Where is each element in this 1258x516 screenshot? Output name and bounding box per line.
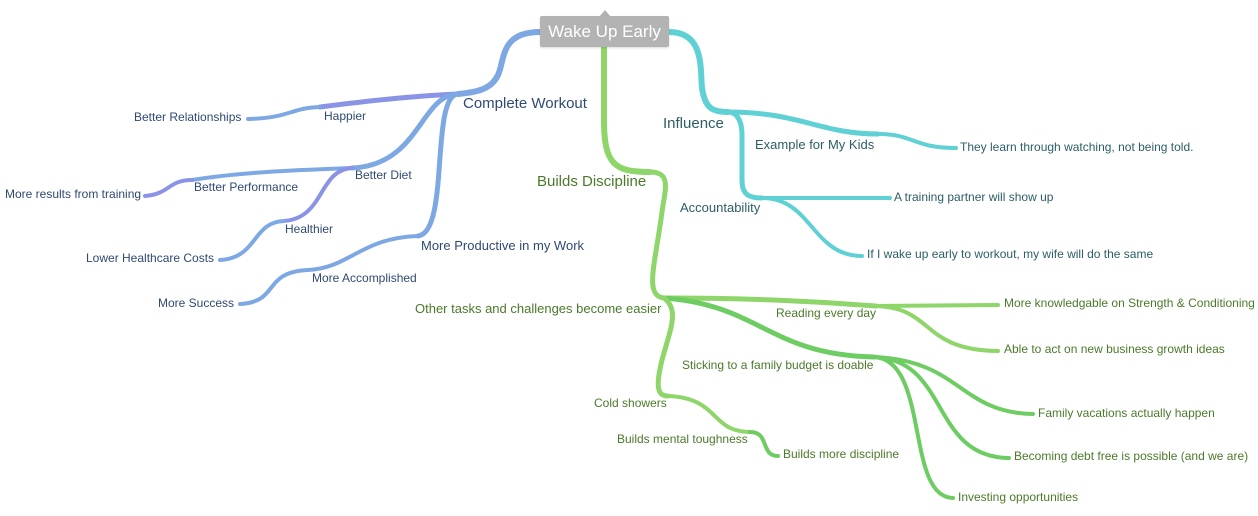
branch-happier-better-relationships xyxy=(246,105,322,121)
topic-complete-workout[interactable]: Complete Workout xyxy=(463,95,587,112)
branch-family-budget-vacations xyxy=(872,355,1035,416)
branch-better-performance-more-results xyxy=(143,178,194,198)
branch-influence-accountability xyxy=(725,109,765,201)
topic-business-ideas[interactable]: Able to act on new business growth ideas xyxy=(1004,342,1225,356)
topic-better-diet[interactable]: Better Diet xyxy=(355,168,412,182)
branch-more-accomplished-more-success xyxy=(238,268,310,306)
branch-mental-toughness-more-discipline xyxy=(748,430,780,458)
branch-cold-showers-mental-toughness xyxy=(666,394,752,434)
topic-example-kids[interactable]: Example for My Kids xyxy=(755,137,875,152)
topic-other-tasks[interactable]: Other tasks and challenges become easier xyxy=(415,301,662,316)
topic-learn-watching[interactable]: They learn through watching, not being t… xyxy=(960,140,1194,154)
branch-complete-workout-happier xyxy=(317,91,461,110)
topic-vacations[interactable]: Family vacations actually happen xyxy=(1038,406,1215,420)
topic-accountability[interactable]: Accountability xyxy=(680,200,761,215)
topic-knowledgable[interactable]: More knowledgable on Strength & Conditio… xyxy=(1004,296,1255,310)
branch-other-tasks-family-budget xyxy=(661,295,877,360)
topic-better-performance[interactable]: Better Performance xyxy=(194,180,299,194)
topic-happier[interactable]: Happier xyxy=(324,109,367,123)
branch-family-budget-debt-free xyxy=(872,355,1011,460)
topic-family-budget[interactable]: Sticking to a family budget is doable xyxy=(682,358,874,372)
branch-healthier-lower-healthcare xyxy=(218,219,286,262)
topic-lower-healthcare[interactable]: Lower Healthcare Costs xyxy=(86,251,215,265)
branch-reading-business-ideas xyxy=(874,304,1000,353)
topic-more-discipline[interactable]: Builds more discipline xyxy=(783,447,900,461)
branch-accountability-wife-same xyxy=(760,196,864,258)
topic-more-productive[interactable]: More Productive in my Work xyxy=(421,238,585,253)
topic-influence[interactable]: Influence xyxy=(663,115,724,132)
topic-healthier[interactable]: Healthier xyxy=(285,222,334,236)
branch-builds-discipline-other-tasks xyxy=(647,169,668,301)
topic-training-partner[interactable]: A training partner will show up xyxy=(894,190,1054,204)
branch-complete-workout-better-diet xyxy=(349,91,461,171)
branch-root-complete-workout xyxy=(455,29,543,97)
topic-better-relationships[interactable]: Better Relationships xyxy=(134,110,242,124)
topic-debt-free[interactable]: Becoming debt free is possible (and we a… xyxy=(1014,449,1249,463)
branch-more-productive-more-accomplished xyxy=(306,234,420,272)
topic-investing[interactable]: Investing opportunities xyxy=(958,490,1079,504)
topic-cold-showers[interactable]: Cold showers xyxy=(594,396,667,410)
root-topic[interactable]: Wake Up Early xyxy=(540,16,669,47)
topic-more-accomplished[interactable]: More Accomplished xyxy=(312,271,417,285)
branch-other-tasks-reading xyxy=(661,295,879,309)
topic-reading[interactable]: Reading every day xyxy=(776,306,877,320)
root-topic-caret xyxy=(599,10,611,17)
topic-wife-same[interactable]: If I wake up early to workout, my wife w… xyxy=(867,247,1154,261)
branch-family-budget-investing xyxy=(872,355,955,500)
branch-influence-example-kids xyxy=(725,109,881,137)
topic-builds-discipline[interactable]: Builds Discipline xyxy=(537,173,647,190)
topic-mental-toughness[interactable]: Builds mental toughness xyxy=(617,432,748,446)
branch-root-influence xyxy=(666,29,731,115)
branch-complete-workout-more-productive xyxy=(415,91,461,239)
branch-better-diet-healthier xyxy=(282,166,354,223)
topic-more-success[interactable]: More Success xyxy=(158,296,235,310)
branch-reading-knowledgable xyxy=(874,303,1000,308)
branch-root-builds-discipline xyxy=(601,44,653,175)
branch-other-tasks-cold-showers xyxy=(655,295,675,399)
branch-better-diet-better-performance xyxy=(190,166,354,182)
topic-more-results[interactable]: More results from training xyxy=(5,187,142,201)
branch-example-kids-learn-watching xyxy=(876,132,958,150)
